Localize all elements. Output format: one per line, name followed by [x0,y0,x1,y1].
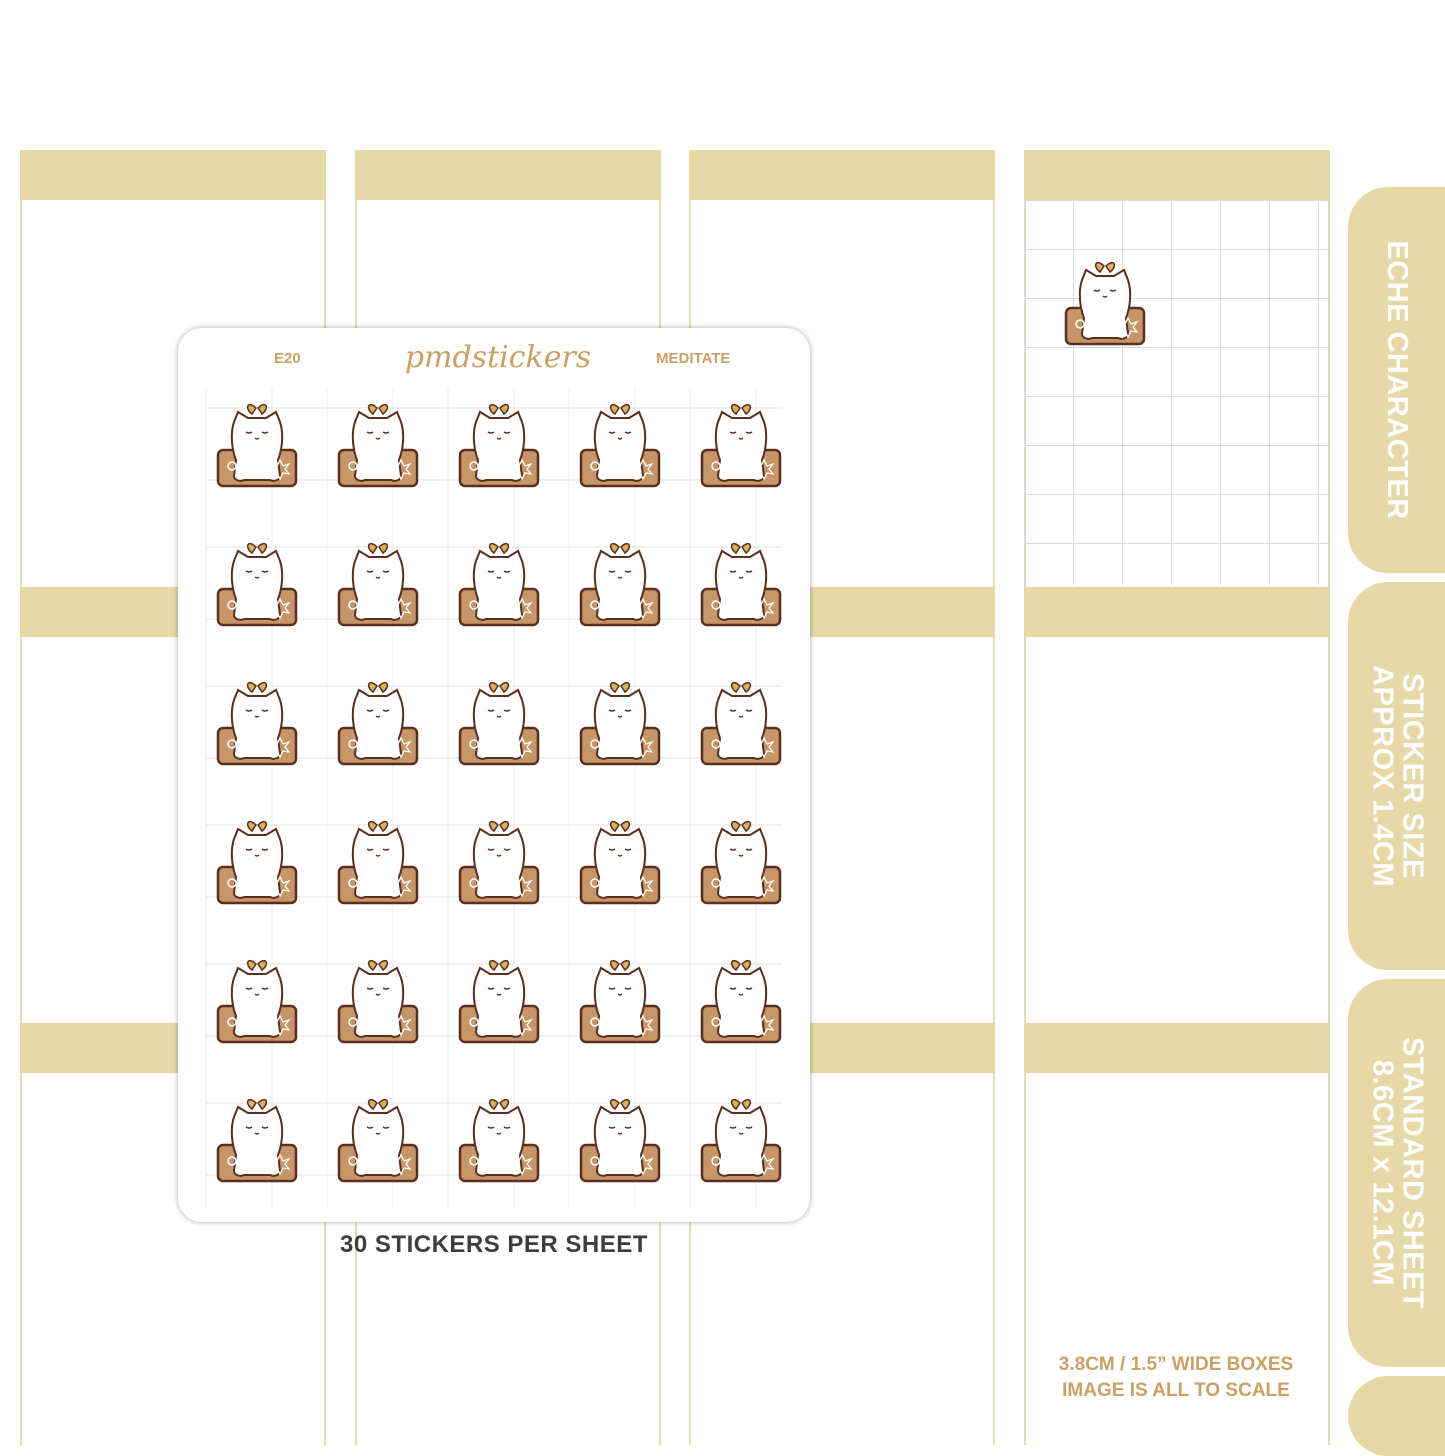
tab-label: STANDARD SHEET 8.6CM x 12.1CM [1365,1036,1428,1310]
cat-meditating-on-mat-icon [698,817,784,907]
tab-sticker-size: STICKER SIZE APPROX 1.4CM [1348,582,1445,970]
cat-meditating-on-mat-icon [335,678,421,768]
cat-meditating-on-mat-icon [698,539,784,629]
cat-meditating-on-mat-icon [214,817,300,907]
tab-label-line: APPROX 1.4CM [1365,665,1398,887]
cat-meditating-on-mat-icon [214,400,300,490]
cat-meditating-on-mat-icon [698,400,784,490]
column-border [993,150,995,1445]
cat-meditating-on-mat-icon [577,956,663,1046]
cat-meditating-on-mat-icon [698,956,784,1046]
cat-meditating-on-mat-icon [698,678,784,768]
tab-label-line: 8.6CM x 12.1CM [1365,1059,1398,1287]
header-band [20,150,326,200]
tab-label-line: STANDARD SHEET [1395,1036,1428,1310]
column-border [1024,150,1026,1445]
header-band [1024,1023,1330,1073]
cat-meditating-on-mat-icon [577,400,663,490]
cat-meditating-on-mat-icon [456,956,542,1046]
header-band [1024,150,1330,200]
cat-meditating-on-mat-icon [698,1095,784,1185]
sheet-name: MEDITATE [656,350,731,367]
tab-eche-character: ECHE CHARACTER [1348,187,1445,573]
cat-meditating-on-mat-icon [577,678,663,768]
tab-blank [1348,1376,1445,1456]
tab-label-line: STICKER SIZE [1395,673,1428,879]
cat-meditating-on-mat-icon [214,539,300,629]
cat-meditating-on-mat-icon [335,539,421,629]
cat-meditating-on-mat-icon [456,539,542,629]
cat-meditating-on-mat-icon [335,400,421,490]
header-band [355,150,661,200]
example-sticker [1062,258,1148,348]
cat-meditating-on-mat-icon [577,817,663,907]
cat-meditating-on-mat-icon [335,956,421,1046]
brand-logo: pmdstickers [404,340,592,375]
tab-label: ECHE CHARACTER [1380,240,1413,520]
planner-column-4 [1024,150,1330,1445]
sheet-code: E20 [274,350,301,367]
header-band [1024,587,1330,637]
cat-meditating-on-mat-icon [335,817,421,907]
tab-standard-sheet: STANDARD SHEET 8.6CM x 12.1CM [1348,979,1445,1367]
grid-paper-area [1024,200,1330,585]
tab-label: STICKER SIZE APPROX 1.4CM [1365,665,1428,887]
cat-meditating-on-mat-icon [456,678,542,768]
cat-meditating-on-mat-icon [456,1095,542,1185]
column-border [20,150,22,1445]
cat-meditating-on-mat-icon [214,1095,300,1185]
cat-meditating-on-mat-icon [456,817,542,907]
column-border [1328,150,1330,1445]
cat-meditating-on-mat-icon [214,678,300,768]
header-band [689,150,995,200]
cat-meditating-on-mat-icon [214,956,300,1046]
scale-note-line-1: 3.8CM / 1.5” WIDE BOXES [1058,1354,1294,1375]
cat-meditating-on-mat-icon [577,1095,663,1185]
tab-label-line: ECHE CHARACTER [1380,240,1413,520]
cat-meditating-on-mat-icon [456,400,542,490]
scale-note-line-2: IMAGE IS ALL TO SCALE [1062,1380,1290,1401]
cat-meditating-on-mat-icon [577,539,663,629]
sticker-sheet: E20 pmdstickers MEDITATE [178,328,810,1222]
cat-meditating-on-mat-icon [335,1095,421,1185]
sticker-count-caption: 30 STICKERS PER SHEET [340,1231,648,1258]
